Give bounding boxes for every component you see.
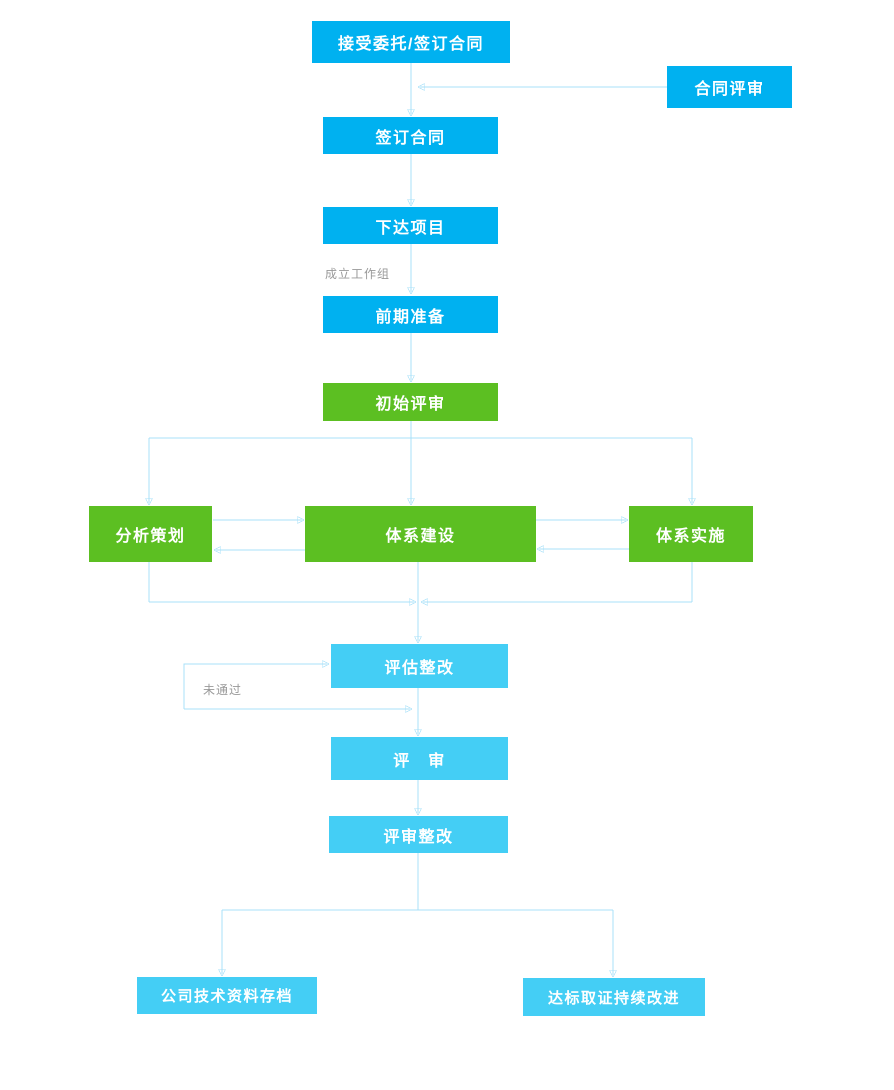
- node-archive: 公司技术资料存档: [137, 977, 317, 1014]
- node-contract-review: 合同评审: [667, 66, 792, 108]
- annotation-not-passed: 未通过: [203, 683, 243, 697]
- node-review-rectify: 评审整改: [329, 816, 508, 853]
- node-certification: 达标取证持续改进: [523, 978, 705, 1016]
- node-evaluation-rectify: 评估整改: [331, 644, 508, 688]
- annotation-setup-workgroup: 成立工作组: [325, 267, 391, 281]
- node-accept-contract: 接受委托/签订合同: [312, 21, 510, 63]
- connector-not-passed-loop-top: [183, 664, 327, 709]
- node-initial-review: 初始评审: [323, 383, 498, 421]
- node-analysis-planning: 分析策划: [89, 506, 212, 562]
- node-sign-contract: 签订合同: [323, 117, 498, 154]
- node-system-implementation: 体系实施: [629, 506, 753, 562]
- node-review: 评 审: [331, 737, 508, 780]
- node-system-construction: 体系建设: [305, 506, 536, 562]
- node-preparation: 前期准备: [323, 296, 498, 333]
- node-issue-project: 下达项目: [323, 207, 498, 244]
